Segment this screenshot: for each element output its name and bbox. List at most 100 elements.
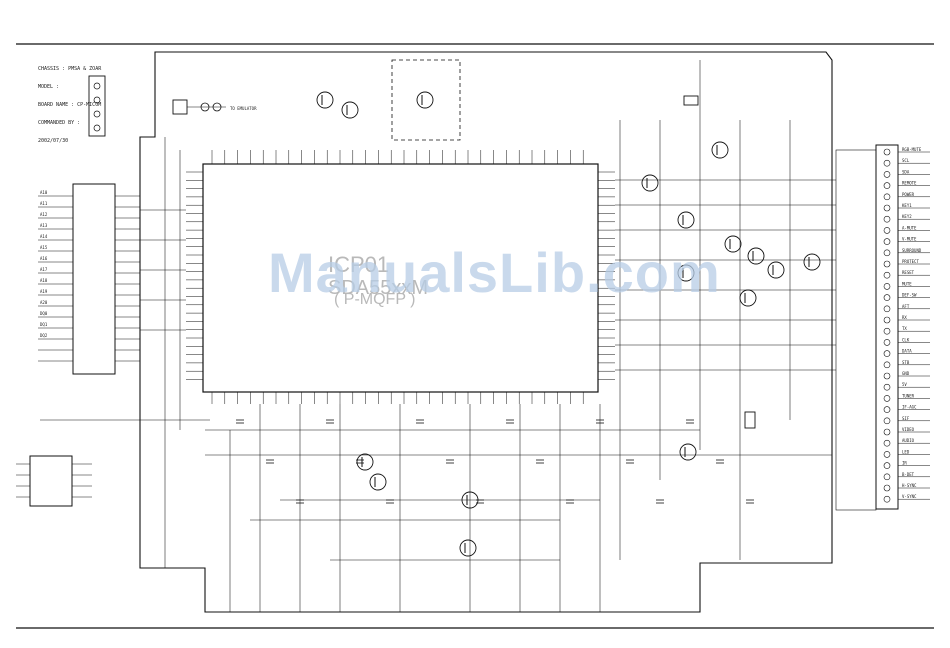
connector-pin-icon	[883, 249, 891, 257]
title-model: MODEL :	[38, 84, 60, 90]
left-pin-label: A17	[40, 267, 48, 272]
transistor-icon	[316, 91, 334, 109]
connector-pin-icon	[883, 372, 891, 380]
left-pin-label: DQ2	[40, 333, 48, 338]
main-ic-ref: ICP01	[328, 252, 389, 277]
transistor-icon	[341, 101, 359, 119]
right-connector-label-block	[835, 149, 877, 511]
left-pin-label: A11	[40, 201, 48, 206]
jumper-pin-icon	[93, 82, 101, 90]
left-pin-label: A16	[40, 256, 48, 261]
left-pin-label: A12	[40, 212, 48, 217]
connector-pin-icon	[883, 361, 891, 369]
discrete-components	[236, 91, 821, 557]
left-pin-label: A19	[40, 289, 48, 294]
connector-pin-label: TX	[902, 326, 907, 331]
jumper-pin-icon	[93, 124, 101, 132]
emulator-pin-1	[172, 99, 188, 115]
connector-pin-icon	[883, 204, 891, 212]
connector-pin-label: IR	[902, 461, 907, 466]
connector-pin-label: RGB-MUTE	[902, 147, 922, 152]
connector-pin-label: CLK	[902, 337, 910, 342]
connector-pin-icon	[883, 406, 891, 413]
connector-pin-icon	[883, 283, 891, 290]
left-memory-ic-pins: A10A11A12A13A14A15A16A17A18A19A20DQ0DQ1D…	[38, 190, 140, 362]
main-ic-package: ( P-MQFP )	[334, 291, 415, 308]
connector-pin-label: POWER	[902, 192, 915, 197]
connector-pin-label: KEY1	[902, 203, 912, 208]
transistor-icon	[416, 91, 434, 109]
transistor-icon	[747, 247, 765, 265]
relay-coil-icon	[683, 95, 699, 106]
connector-pin-icon	[883, 495, 891, 503]
connector-pin-label: A-MUTE	[902, 225, 917, 230]
left-pin-label: A14	[40, 234, 48, 239]
right-connector-pins: RGB-MUTESCLSDAREMOTEPOWERKEY1KEY2A-MUTEV…	[883, 147, 930, 503]
transistor-icon	[641, 174, 659, 192]
transistor-icon	[711, 141, 729, 159]
connector-pin-label: DATA	[902, 349, 912, 354]
connector-pin-icon	[883, 182, 891, 189]
connector-pin-icon	[883, 350, 891, 357]
watermark: ManualsLib.com	[268, 241, 721, 304]
connector-pin-label: DEF-SW	[902, 293, 917, 298]
jumper-pins	[93, 82, 101, 132]
transistor-icon	[724, 235, 742, 253]
connector-pin-icon	[883, 439, 891, 447]
connector-pin-icon	[883, 260, 891, 268]
bottom-left-ic	[29, 455, 73, 507]
transistor-icon	[803, 253, 821, 271]
title-date: 2002/07/30	[38, 138, 69, 144]
connector-pin-label: KEY2	[902, 214, 912, 219]
connector-pin-icon	[883, 171, 891, 178]
transistor-icon	[677, 264, 695, 282]
main-ic-body	[202, 163, 599, 393]
connector-pin-label: IF-AGC	[902, 405, 917, 410]
connector-pin-icon	[883, 451, 891, 458]
left-pin-label: A10	[40, 190, 48, 195]
connector-pin-label: 5V	[902, 382, 907, 387]
transistor-icon	[677, 211, 695, 229]
board-outline	[139, 51, 833, 613]
connector-pin-icon	[883, 417, 891, 425]
main-ic-pins	[186, 150, 615, 404]
connector-pin-icon	[883, 473, 891, 481]
transistor-icon	[679, 443, 697, 461]
left-pin-label: A20	[40, 300, 48, 305]
connector-pin-label: MUTE	[902, 281, 912, 286]
connector-pin-icon	[883, 383, 891, 391]
connector-pin-label: GND	[902, 371, 910, 376]
jumper-pin-icon	[93, 110, 101, 118]
left-pin-label: A13	[40, 223, 48, 228]
connector-pin-icon	[883, 484, 891, 492]
connector-pin-label: AFT	[902, 304, 910, 309]
dashed-sub-module	[391, 59, 461, 141]
connector-pin-label: VIDEO	[902, 427, 915, 432]
connector-pin-icon	[883, 395, 891, 402]
wiring-network	[40, 60, 836, 612]
connector-pin-icon	[883, 294, 891, 301]
connector-pin-icon	[883, 462, 891, 469]
connector-pin-icon	[883, 227, 891, 234]
left-pin-label: A15	[40, 245, 48, 250]
connector-pin-label: RX	[902, 315, 907, 320]
connector-pin-label: PROTECT	[902, 259, 919, 264]
transistor-icon	[767, 261, 785, 279]
resistor-icon	[744, 411, 756, 429]
connector-pin-label: SDA	[902, 169, 910, 174]
connector-pin-label: V-SYNC	[902, 494, 917, 499]
connector-pin-label: AUDIO	[902, 438, 915, 443]
left-memory-ic	[72, 183, 116, 375]
connector-pin-label: SCL	[902, 158, 910, 163]
left-pin-label: DQ0	[40, 311, 48, 316]
connector-pin-label: V-MUTE	[902, 237, 917, 242]
connector-pin-icon	[883, 271, 891, 279]
transistor-icon	[369, 473, 387, 491]
transistor-icon	[459, 539, 477, 557]
transistor-icon	[356, 453, 374, 471]
connector-pin-icon	[883, 327, 891, 335]
connector-pin-label: RESET	[902, 270, 915, 275]
transistor-icon	[739, 289, 757, 307]
title-chassis: CHASSIS : PMSA & ZOAR	[38, 66, 102, 72]
